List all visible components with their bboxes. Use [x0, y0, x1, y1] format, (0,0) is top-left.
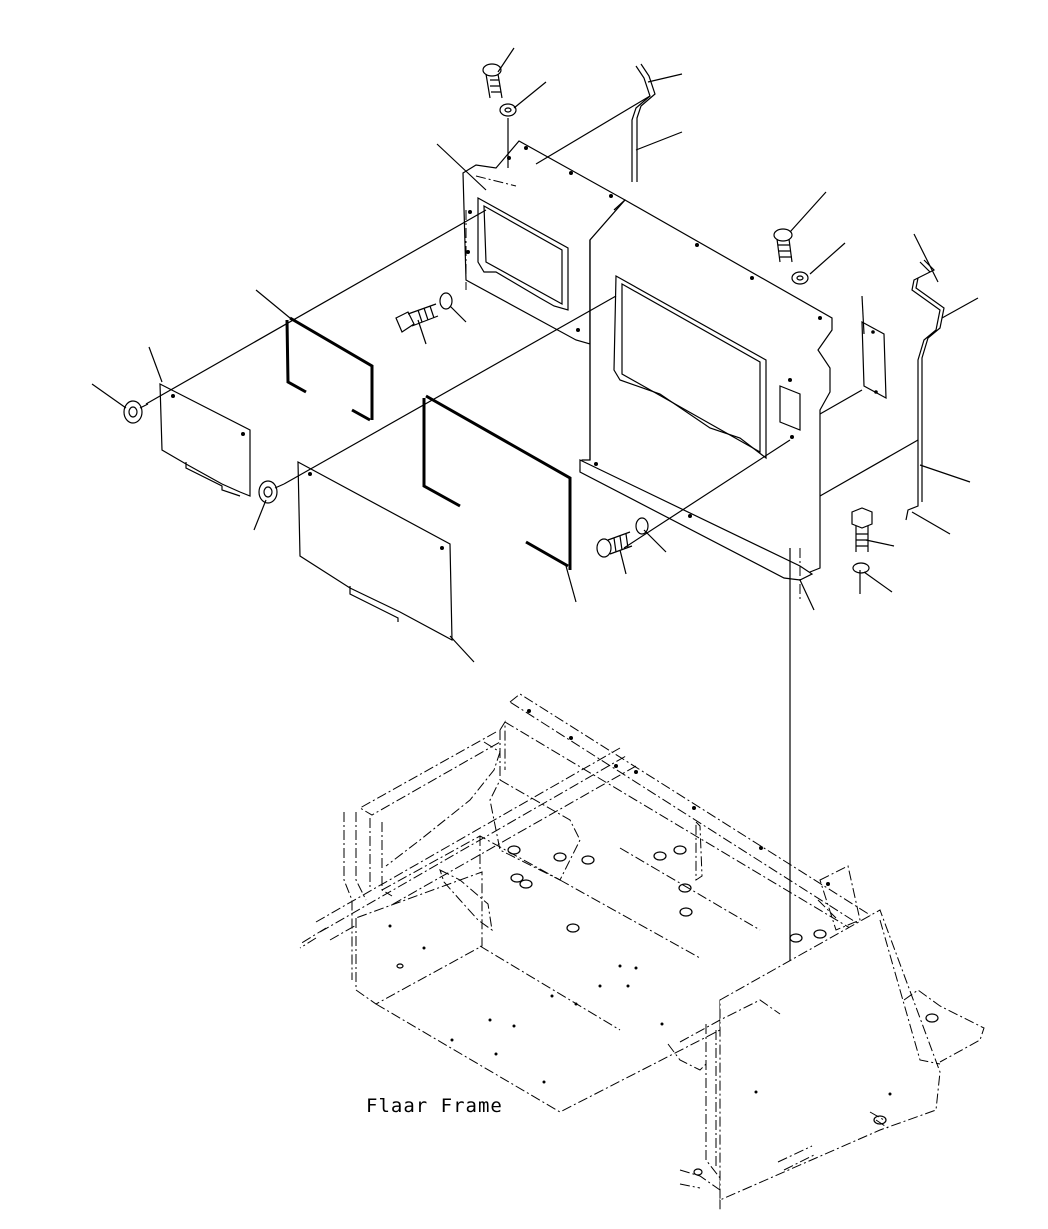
upper-bracket-rod: [632, 64, 655, 182]
bolt-mid-right: [774, 229, 792, 262]
right-bracket-rod: [906, 260, 944, 520]
washer-bottom-right: [853, 563, 869, 573]
small-cover-plate: [862, 322, 886, 398]
back-panel-main: [580, 200, 832, 576]
knob-lower-left: [259, 481, 284, 503]
washer-bottom-center: [636, 518, 648, 534]
bolt-bottom-right: [852, 508, 872, 552]
left-window-opening: [478, 198, 568, 310]
alignment-lines: [146, 96, 918, 1124]
floor-frame-phantom: [300, 694, 984, 1210]
right-window-opening: [614, 276, 766, 458]
bolt-top: [483, 64, 502, 98]
bolt-bottom-center: [597, 532, 632, 557]
large-gasket-lower: [424, 396, 570, 570]
floor-frame-label: Flaar Frame: [366, 1095, 503, 1117]
small-cover-left: [160, 384, 250, 496]
large-cover-lower: [298, 462, 452, 640]
washer-mid-right: [792, 272, 808, 284]
back-panel-assembly: [463, 141, 832, 580]
panel-cutout: [780, 386, 800, 430]
bolt-left-horizontal: [396, 304, 438, 332]
washer-top: [500, 104, 516, 116]
callout-leaders: [92, 48, 978, 662]
knob-upper-left: [124, 401, 148, 423]
washer-left: [440, 293, 452, 309]
small-gasket-left: [287, 318, 372, 420]
